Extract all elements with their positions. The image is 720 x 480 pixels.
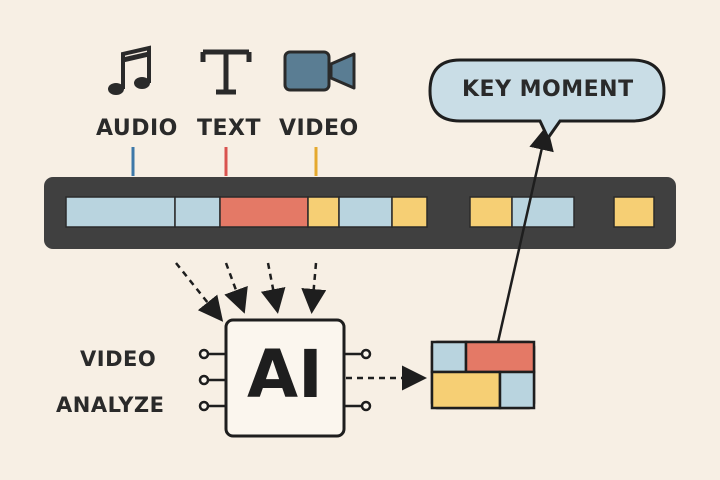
- input-arrows: [175, 262, 327, 322]
- result-grid: [430, 340, 536, 410]
- timeline-segment-audio-2: [174, 196, 221, 228]
- key-moment-label: KEY MOMENT: [462, 77, 634, 102]
- timeline-segment-video-4: [613, 196, 655, 228]
- timeline-segment-video-1: [307, 196, 340, 228]
- key-moment-arrow: [496, 125, 554, 343]
- result-cell-red: [464, 340, 536, 374]
- timeline-segment-audio-4: [511, 196, 575, 228]
- side-label-video: VIDEO: [80, 347, 157, 371]
- track-label-text: TEXT: [197, 116, 262, 141]
- track-label-audio: AUDIO: [96, 116, 178, 141]
- ai-label: AI: [247, 336, 323, 413]
- timeline-segment-audio-1: [65, 196, 176, 228]
- timeline-segments: [65, 196, 655, 228]
- result-cell-blue-top: [430, 340, 468, 374]
- video-camera-icon: [283, 50, 356, 92]
- text-t-icon: [200, 49, 252, 95]
- timeline-segment-text: [219, 196, 309, 228]
- result-cell-blue-bottom: [498, 370, 536, 410]
- ai-chip-icon: [198, 318, 372, 438]
- timeline-segment-audio-3: [338, 196, 393, 228]
- timeline-segment-video-3: [469, 196, 513, 228]
- track-label-video: VIDEO: [279, 116, 359, 141]
- side-label-analyze: ANALYZE: [56, 393, 165, 417]
- music-note-icon: [108, 45, 151, 95]
- result-cell-yellow-left: [430, 370, 502, 410]
- timeline-segment-video-2: [391, 196, 428, 228]
- key-moment-bubble: [428, 58, 666, 141]
